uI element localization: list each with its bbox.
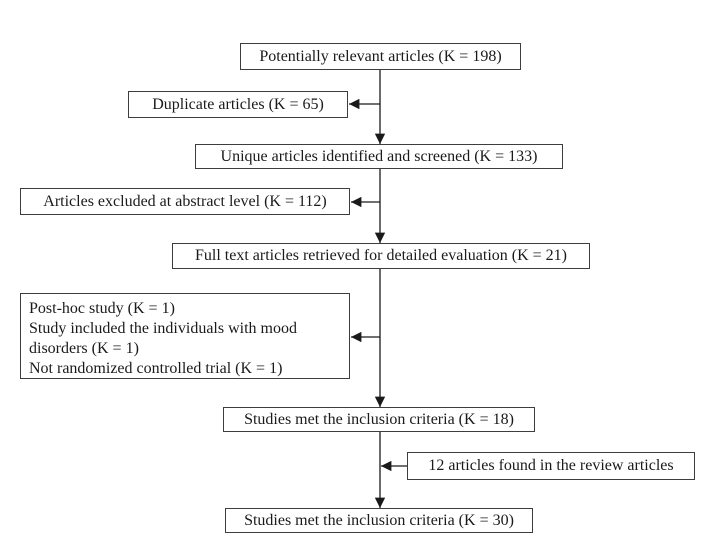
flow-box-inclusion-criteria-30: Studies met the inclusion criteria (K = … [225, 508, 533, 533]
flow-box-fulltext-retrieved: Full text articles retrieved for detaile… [172, 243, 590, 269]
flow-box-excluded-abstract-level: Articles excluded at abstract level (K =… [20, 188, 350, 215]
flow-box-exclusion-reasons: Post-hoc study (K = 1) Study included th… [20, 293, 350, 379]
flow-box-potentially-relevant-articles: Potentially relevant articles (K = 198) [240, 43, 521, 70]
flow-box-duplicate-articles: Duplicate articles (K = 65) [128, 91, 348, 118]
flow-box-unique-articles-screened: Unique articles identified and screened … [195, 144, 563, 169]
exclusion-reason-line: Study included the individuals with mood… [29, 320, 297, 357]
exclusion-reason-line: Not randomized controlled trial (K = 1) [29, 360, 283, 377]
flow-box-review-articles-found: 12 articles found in the review articles [407, 452, 695, 480]
exclusion-reason-line: Post-hoc study (K = 1) [29, 300, 175, 317]
flow-box-inclusion-criteria-18: Studies met the inclusion criteria (K = … [223, 407, 535, 432]
